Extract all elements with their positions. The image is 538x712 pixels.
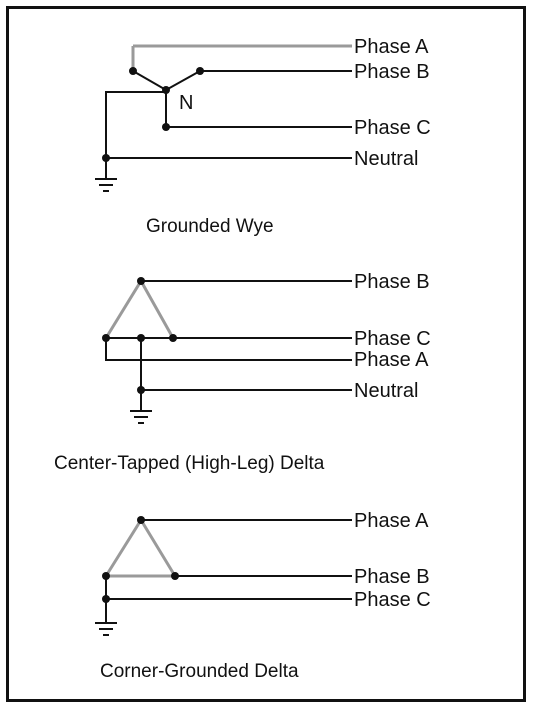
diagram-frame [6,6,526,702]
corner-phase-c-label: Phase C [354,589,431,611]
high-leg-neutral-label: Neutral [354,380,418,402]
wye-caption: Grounded Wye [146,216,274,237]
corner-caption: Corner-Grounded Delta [100,661,299,682]
corner-delta-winding [104,517,177,577]
high-leg-delta-winding [104,278,175,339]
ground-symbol-icon [130,410,152,424]
corner-grounded-delta-diagram: Phase A Phase B Phase C Corner-Grounded … [95,510,431,682]
high-leg-delta-diagram: Phase B Phase C Phase A Neutral Center-T… [54,271,431,474]
wye-phase-b-label: Phase B [354,61,430,83]
ground-symbol-icon [95,178,117,192]
ground-symbol-icon [95,622,117,636]
grounded-wye-diagram: N Phase A Phase B Phase C Neutral Ground… [95,36,431,237]
high-leg-phase-b-label: Phase B [354,271,430,293]
wye-phase-a-label: Phase A [354,36,429,58]
high-leg-phase-a-wire [105,338,352,361]
wye-neutral-tap [105,91,166,158]
wye-phase-c-label: Phase C [354,117,431,139]
high-leg-phase-a-label: Phase A [354,349,429,371]
wye-node-n-label: N [179,92,193,114]
corner-phase-b-label: Phase B [354,566,430,588]
high-leg-caption: Center-Tapped (High-Leg) Delta [54,453,325,474]
wye-neutral-label: Neutral [354,148,418,170]
corner-phase-a-label: Phase A [354,510,429,532]
high-leg-phase-c-label: Phase C [354,328,431,350]
